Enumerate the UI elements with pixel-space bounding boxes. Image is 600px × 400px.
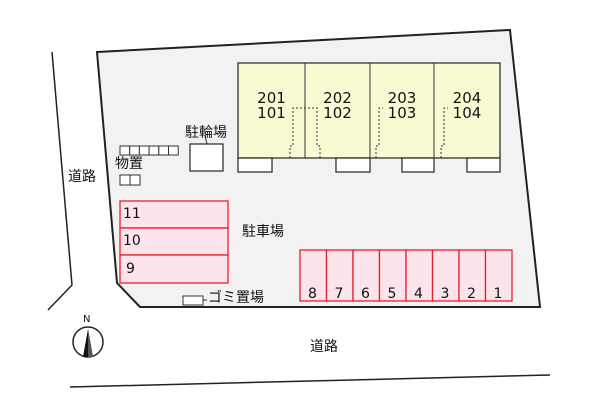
bicycle-parking-area: [189, 143, 224, 172]
parking-space-number: 10: [123, 233, 141, 249]
parking-bottom: [299, 249, 513, 302]
storage-sheds: [119, 145, 179, 186]
parking-space: [458, 249, 487, 302]
parking-space: [484, 249, 513, 302]
parking-space-number: 5: [387, 286, 397, 302]
parking-space-number: 7: [334, 286, 344, 302]
parking-space-number: 3: [440, 286, 450, 302]
parking-space-number: 1: [493, 286, 503, 302]
garbage-area: [182, 295, 204, 306]
parking-space: [378, 249, 407, 302]
bicycle-parking-label: 駐輪場: [185, 125, 227, 141]
bottom-road-edge: [69, 374, 551, 388]
building: [237, 62, 501, 173]
parking-space-number: 11: [123, 206, 141, 222]
storage-label: 物置: [115, 156, 143, 172]
road-bottom-label: 道路: [310, 339, 338, 355]
north-label: N: [83, 314, 91, 325]
left-road-edge: [47, 51, 73, 311]
road-left-label: 道路: [68, 169, 96, 185]
parking-space-number: 4: [414, 286, 423, 302]
parking-left: [119, 200, 229, 284]
parking-label: 駐車場: [242, 224, 284, 240]
garbage-label: ゴミ置場: [208, 290, 264, 306]
parking-space-number: 8: [308, 286, 317, 302]
parking-space-number: 6: [361, 286, 370, 302]
parking-space: [325, 249, 354, 302]
parking-space: [299, 249, 328, 302]
north-compass: [72, 326, 104, 358]
parking-space: [405, 249, 434, 302]
parking-space-number: 2: [467, 286, 476, 302]
parking-space-number: 9: [126, 261, 135, 277]
